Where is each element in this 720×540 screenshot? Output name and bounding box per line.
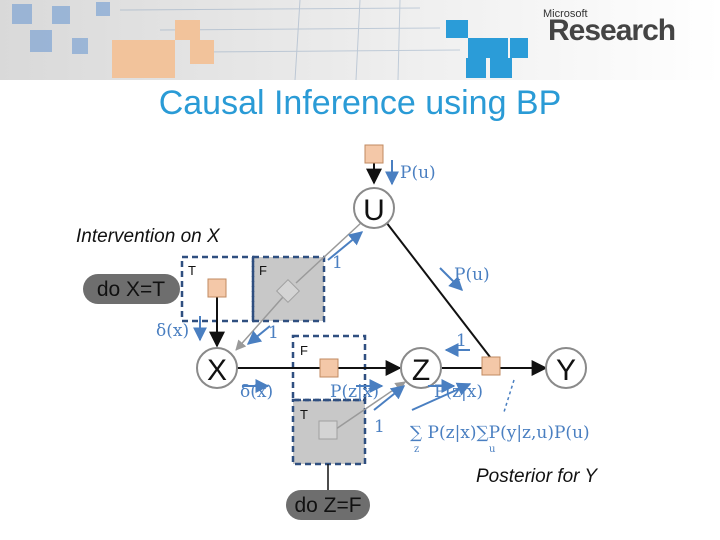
msg-label-one-bottom: 1 <box>374 417 385 437</box>
msg-label-p-u-right: P(u) <box>454 265 490 285</box>
posterior-annotation: Posterior for Y <box>476 466 598 487</box>
msg-label-one-u: 1 <box>332 253 343 273</box>
factor-z-true <box>319 421 337 439</box>
msg-label-p-zx-left: P(z|x) <box>330 382 379 402</box>
gate-x-true-label: T <box>188 263 196 278</box>
intervention-annotation: Intervention on X <box>76 226 221 247</box>
factor-prior-x <box>208 279 226 297</box>
do-z-pill[interactable]: do Z=F <box>286 490 370 520</box>
factor-z-false <box>320 359 338 377</box>
msg-label-one-z: 1 <box>456 331 467 351</box>
edge-u-to-gate-x <box>296 222 362 283</box>
msg-label-one-x: 1 <box>268 323 279 343</box>
msg-label-delta-below: δ(x) <box>240 382 273 402</box>
msg-label-delta-left: δ(x) <box>156 321 189 341</box>
factor-prior-u <box>365 145 383 163</box>
msg-arrow-one-x <box>248 326 270 344</box>
msg-label-p-u-top: P(u) <box>400 163 436 183</box>
do-z-label: do Z=F <box>294 494 361 517</box>
edge-u-to-y <box>386 222 490 357</box>
posterior-pointer <box>504 380 514 412</box>
do-x-label: do X=T <box>97 278 165 301</box>
gate-z-false-label: F <box>300 343 308 358</box>
node-u-label: U <box>363 194 385 227</box>
gate-x-false-label: F <box>259 263 267 278</box>
formula-sub-z: z <box>414 444 419 455</box>
formula: ∑ P(z|x)∑P(y|z,u)P(u) <box>410 423 590 443</box>
node-x-label: X <box>207 354 227 387</box>
gate-x <box>182 257 324 321</box>
factor-y <box>482 357 500 375</box>
node-y-label: Y <box>556 354 576 387</box>
formula-sub-u: u <box>489 444 496 455</box>
msg-label-p-zx-right: P(z|x) <box>434 382 483 402</box>
node-z-label: Z <box>412 354 430 387</box>
do-x-pill[interactable]: do X=T <box>83 274 180 304</box>
gate-z-true-label: T <box>300 407 308 422</box>
